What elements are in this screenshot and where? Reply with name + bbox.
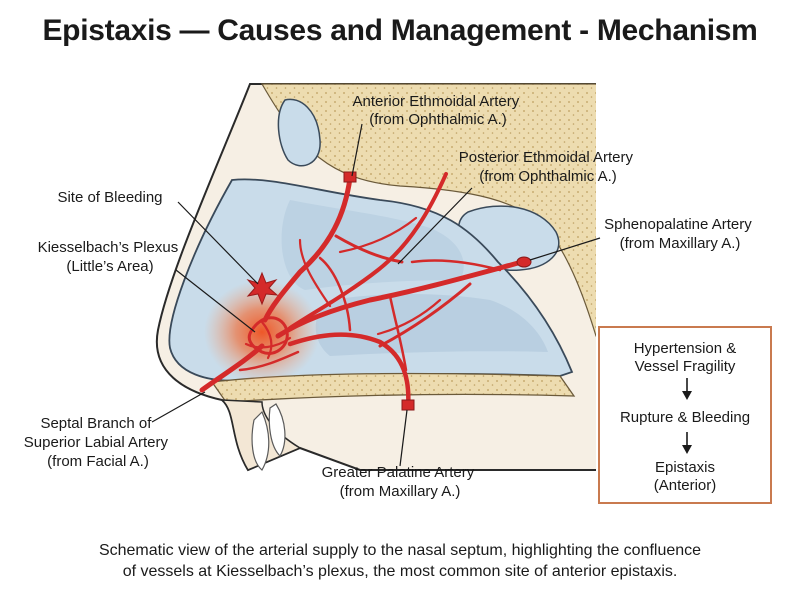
mechanism-flow-box: Hypertension & Vessel Fragility Rupture … bbox=[598, 326, 772, 504]
flow-step-hypertension: Hypertension & Vessel Fragility bbox=[633, 340, 737, 375]
frontal-sinus bbox=[277, 98, 321, 167]
leader-greater-palatine bbox=[399, 409, 408, 467]
label-septal-branch: Septal Branch of Superior Labial Artery … bbox=[24, 415, 172, 470]
figure-caption: Schematic view of the arterial supply to… bbox=[98, 542, 702, 580]
label-sphenopalatine: Sphenopalatine Artery (from Maxillary A.… bbox=[604, 216, 756, 252]
hard-palate bbox=[210, 372, 576, 403]
flow-step-rupture: Rupture & Bleeding bbox=[619, 409, 751, 426]
label-anterior-ethmoidal: Anterior Ethmoidal Artery (from Ophthalm… bbox=[353, 93, 524, 128]
greater-palatine-artery bbox=[287, 332, 411, 411]
label-greater-palatine: Greater Palatine Artery (from Maxillary … bbox=[322, 464, 479, 500]
leader-kiesselbach bbox=[175, 269, 256, 333]
leader-site-of-bleeding bbox=[177, 201, 259, 285]
down-arrow-icon bbox=[682, 432, 692, 454]
label-posterior-ethmoidal: Posterior Ethmoidal Artery (from Ophthal… bbox=[459, 149, 637, 185]
sphenopalatine-artery bbox=[275, 259, 525, 339]
label-site-of-bleeding: Site of Bleeding bbox=[57, 189, 162, 206]
kiesselbach-glow bbox=[204, 280, 320, 384]
posterior-ethmoidal-artery bbox=[288, 172, 448, 330]
label-kiesselbach: Kiesselbach’s Plexus (Little’s Area) bbox=[38, 239, 183, 275]
flow-step-epistaxis: Epistaxis (Anterior) bbox=[653, 459, 717, 494]
down-arrow-icon bbox=[682, 378, 692, 400]
bleeding-site-star bbox=[246, 271, 279, 306]
leader-septal-branch bbox=[151, 391, 206, 423]
anterior-ethmoidal-stump bbox=[343, 171, 357, 183]
incisor-teeth bbox=[251, 410, 270, 471]
sphenopalatine-stump bbox=[516, 256, 532, 268]
leader-sphenopalatine bbox=[529, 237, 601, 261]
leader-posterior-ethmoidal bbox=[397, 187, 473, 265]
arterial-network bbox=[199, 172, 525, 411]
page-title: Epistaxis — Causes and Management - Mech… bbox=[42, 14, 758, 47]
greater-palatine-stump bbox=[401, 399, 415, 411]
anterior-ethmoidal-artery bbox=[262, 175, 353, 323]
leader-anterior-ethmoidal bbox=[351, 123, 363, 177]
